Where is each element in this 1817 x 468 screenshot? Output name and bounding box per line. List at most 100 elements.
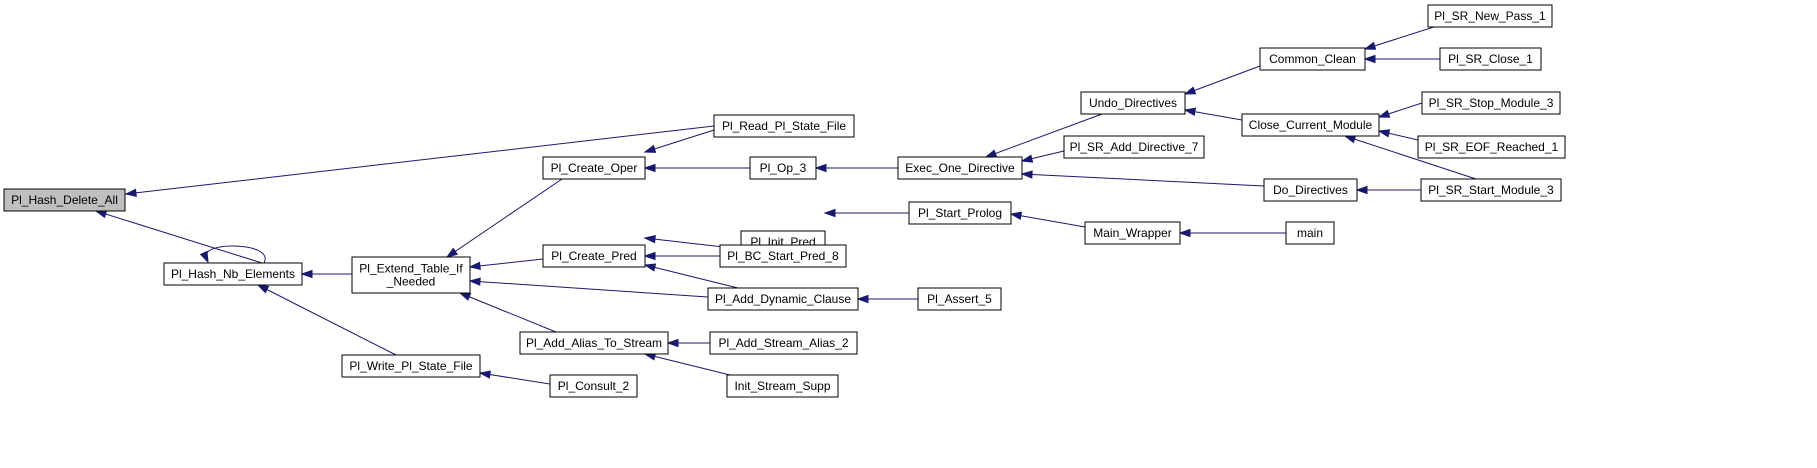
node-label: Undo_Directives <box>1089 96 1177 110</box>
node-box <box>1420 178 1562 202</box>
node-box <box>1417 135 1566 159</box>
node-label: main <box>1297 226 1323 240</box>
node-label: Do_Directives <box>1273 183 1348 197</box>
node-box <box>1241 113 1380 137</box>
node-box <box>1427 4 1553 28</box>
node-label: Init_Stream_Supp <box>734 379 830 393</box>
node-label: Pl_Add_Stream_Alias_2 <box>718 336 848 350</box>
node-add-alias[interactable]: Pl_Add_Alias_To_Stream <box>519 331 669 355</box>
node-close-current-module[interactable]: Close_Current_Module <box>1241 113 1380 137</box>
node-read-pl-state[interactable]: Pl_Read_Pl_State_File <box>713 114 855 138</box>
node-label: Pl_Write_Pl_State_File <box>349 359 472 373</box>
edge-add-dyn-clause-to-create-pred <box>643 263 739 289</box>
edge-consult-2-to-write-pl-state <box>478 370 551 385</box>
node-label: Pl_Assert_5 <box>927 292 992 306</box>
node-label: Close_Current_Module <box>1249 118 1373 132</box>
node-box <box>1263 178 1358 202</box>
node-label: _Needed <box>386 275 436 289</box>
node-undo-directives[interactable]: Undo_Directives <box>1080 91 1186 115</box>
node-box <box>749 156 817 180</box>
edge-exec-one-directive-to-op-3 <box>814 163 898 173</box>
edge-write-pl-state-to-hash-nb-elements <box>256 284 397 356</box>
node-add-stream-alias[interactable]: Pl_Add_Stream_Alias_2 <box>709 331 858 355</box>
edge-add-dyn-clause-to-extend-table <box>468 277 709 298</box>
node-box <box>709 331 858 355</box>
node-label: Pl_SR_EOF_Reached_1 <box>1425 140 1559 154</box>
edge-main-to-main-wrapper <box>1178 228 1286 238</box>
node-extend-table[interactable]: Pl_Extend_Table_If_Needed <box>351 256 471 294</box>
node-sr-eof-reached[interactable]: Pl_SR_EOF_Reached_1 <box>1417 135 1566 159</box>
node-label: Pl_Create_Pred <box>551 249 636 263</box>
node-sr-new-pass[interactable]: Pl_SR_New_Pass_1 <box>1427 4 1553 28</box>
node-box <box>549 374 638 398</box>
node-box <box>341 354 481 378</box>
node-label: Pl_SR_Add_Directive_7 <box>1070 140 1199 154</box>
node-sr-add-directive[interactable]: Pl_SR_Add_Directive_7 <box>1063 135 1205 159</box>
edge-assert-5-to-add-dyn-clause <box>856 294 918 304</box>
node-label: Exec_One_Directive <box>905 161 1015 175</box>
node-label: Pl_SR_Start_Module_3 <box>1428 183 1554 197</box>
node-box <box>908 201 1012 225</box>
edge-sr-new-pass-to-common-clean <box>1363 24 1441 50</box>
node-label: Pl_SR_New_Pass_1 <box>1434 9 1546 23</box>
edge-read-pl-state-to-create-oper <box>643 129 715 153</box>
node-create-oper[interactable]: Pl_Create_Oper <box>542 156 646 180</box>
node-label: Pl_SR_Close_1 <box>1448 52 1533 66</box>
edge-extend-table-to-hash-nb-elements <box>300 269 352 279</box>
node-op-3[interactable]: Pl_Op_3 <box>749 156 817 180</box>
node-sr-stop-module[interactable]: Pl_SR_Stop_Module_3 <box>1421 91 1561 115</box>
edge-do-directives-to-exec-one-directive <box>1020 170 1265 187</box>
node-create-pred[interactable]: Pl_Create_Pred <box>542 244 646 268</box>
node-box <box>1421 91 1561 115</box>
node-sr-start-module[interactable]: Pl_SR_Start_Module_3 <box>1420 178 1562 202</box>
node-init-stream-supp[interactable]: Init_Stream_Supp <box>726 374 839 398</box>
node-main-wrapper[interactable]: Main_Wrapper <box>1084 221 1181 245</box>
node-common-clean[interactable]: Common_Clean <box>1259 47 1366 71</box>
node-box <box>1285 221 1335 245</box>
edge-common-clean-to-undo-directives <box>1183 65 1261 95</box>
node-do-directives[interactable]: Do_Directives <box>1263 178 1358 202</box>
edge-create-pred-to-extend-table <box>468 258 544 271</box>
edge-sr-close-to-common-clean <box>1363 54 1440 64</box>
node-box <box>917 287 1002 311</box>
node-label: Pl_Op_3 <box>760 161 807 175</box>
node-sr-close[interactable]: Pl_SR_Close_1 <box>1439 47 1542 71</box>
node-box <box>726 374 839 398</box>
node-assert-5[interactable]: Pl_Assert_5 <box>917 287 1002 311</box>
node-label: Pl_Hash_Delete_All <box>11 193 118 207</box>
node-box <box>542 156 646 180</box>
edge-create-oper-to-extend-table <box>445 178 563 258</box>
node-consult-2[interactable]: Pl_Consult_2 <box>549 374 638 398</box>
edge-bc-start-pred-to-create-pred <box>643 251 720 261</box>
node-label: Pl_Extend_Table_If <box>359 262 463 276</box>
edge-init-stream-supp-to-add-alias <box>643 352 731 376</box>
node-box <box>1259 47 1366 71</box>
node-hash-delete-all[interactable]: Pl_Hash_Delete_All <box>3 188 126 212</box>
node-label: Main_Wrapper <box>1093 226 1171 240</box>
node-write-pl-state[interactable]: Pl_Write_Pl_State_File <box>341 354 481 378</box>
edge-op-3-to-create-oper <box>643 163 750 173</box>
node-add-dyn-clause[interactable]: Pl_Add_Dynamic_Clause <box>707 287 859 311</box>
node-box <box>897 156 1023 180</box>
node-box <box>163 262 303 286</box>
node-box <box>542 244 646 268</box>
node-label: Pl_Create_Oper <box>551 161 638 175</box>
node-label: Pl_SR_Stop_Module_3 <box>1429 96 1554 110</box>
node-box <box>351 256 471 294</box>
node-label: Pl_Add_Alias_To_Stream <box>526 336 662 350</box>
edge-sr-eof-reached-to-close-current-module <box>1377 129 1419 141</box>
node-hash-nb-elements[interactable]: Pl_Hash_Nb_Elements <box>163 262 303 286</box>
node-main[interactable]: main <box>1285 221 1335 245</box>
edge-hash-nb-elements-to-hash-nb-elements <box>199 245 266 264</box>
node-label: Common_Clean <box>1269 52 1356 66</box>
node-label: Pl_Consult_2 <box>558 379 630 393</box>
node-exec-one-directive[interactable]: Exec_One_Directive <box>897 156 1023 180</box>
node-bc-start-pred[interactable]: Pl_BC_Start_Pred_8 <box>719 244 847 268</box>
node-box <box>713 114 855 138</box>
edges-layer <box>94 24 1477 385</box>
node-start-prolog[interactable]: Pl_Start_Prolog <box>908 201 1012 225</box>
node-box <box>1084 221 1181 245</box>
edge-sr-start-module-to-do-directives <box>1355 185 1421 195</box>
